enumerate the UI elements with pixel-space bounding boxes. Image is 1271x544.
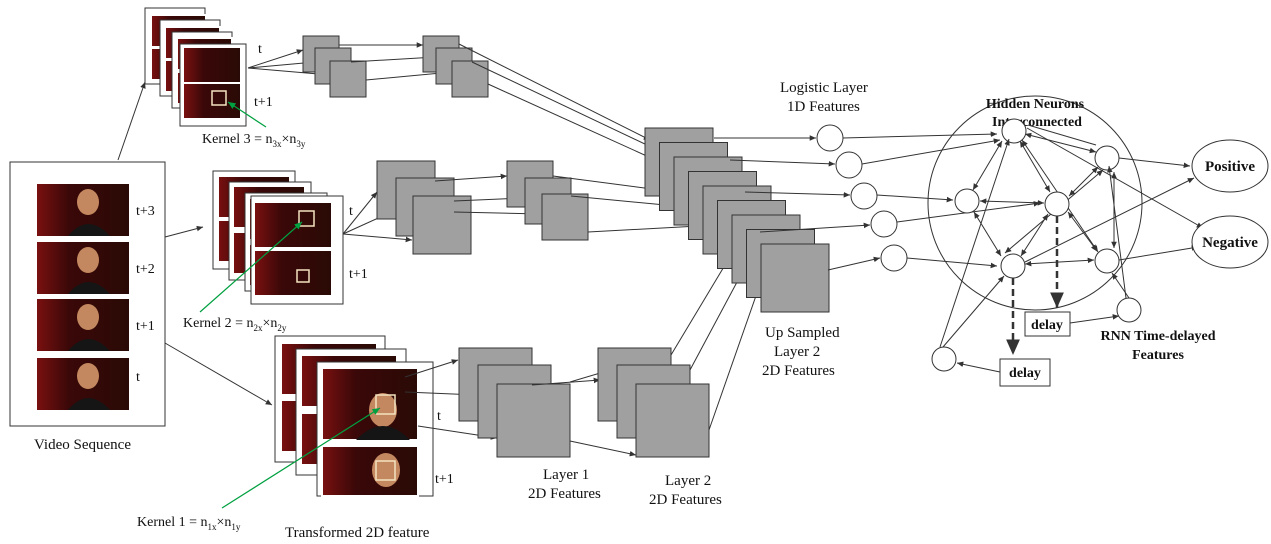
positive-output-node	[1191, 139, 1269, 193]
logistic-neuron-5	[880, 244, 908, 272]
middle-layer2-maps	[506, 160, 589, 241]
hidden-neuron-top	[1001, 118, 1027, 144]
hidden-neuron-upper-right	[1094, 145, 1120, 171]
middle-branch-t1-label: t+1	[349, 267, 368, 282]
video-branch-arrows	[117, 81, 273, 406]
logistic-label-line1: Logistic Layer	[780, 80, 868, 96]
layer1-label-line2: 2D Features	[528, 486, 601, 502]
upsampled-label-line3: 2D Features	[762, 363, 835, 379]
hidden-label-line1: Hidden Neurons	[986, 97, 1085, 112]
bottom-layer1-maps	[458, 347, 571, 458]
delay-label-2: delay	[1009, 366, 1041, 381]
upsampled-feature-map	[760, 243, 830, 313]
delay-label-1: delay	[1031, 318, 1063, 333]
bottom-layer2-maps	[597, 347, 710, 458]
video-frame-2	[37, 242, 129, 294]
logistic-neuron-2	[835, 151, 863, 179]
rnn-neuron-left	[931, 346, 957, 372]
kernel-2-label: Kernel 2 = n2x×n2y	[183, 316, 287, 333]
bottom-branch: t t+1 Kernel 1 = n1x×n1y Transformed 2D …	[137, 335, 722, 541]
kernel-3-label: Kernel 3 = n3x×n3y	[202, 132, 306, 149]
transformed-feature-caption: Transformed 2D feature	[285, 525, 430, 539]
rnn-label-line2: Features	[1132, 348, 1184, 363]
video-sequence: t+3 t+2 t+1 t Video Sequence	[9, 161, 166, 453]
upsampled-label-line1: Up Sampled	[765, 325, 840, 341]
layer2-label-line2: 2D Features	[649, 492, 722, 508]
frame-label-t3: t+3	[136, 204, 155, 219]
layer1-label-line1: Layer 1	[543, 467, 589, 483]
middle-branch: t t+1 Kernel 2 = n2x×n2y	[183, 160, 589, 333]
negative-label: Negative	[1202, 235, 1258, 251]
rnn-neuron-right	[1116, 297, 1142, 323]
kernel-1-label: Kernel 1 = n1x×n1y	[137, 515, 241, 532]
logistic-neuron-1	[816, 124, 844, 152]
upsampled-feature-maps	[644, 127, 830, 313]
video-frame-4	[37, 358, 129, 410]
negative-output-node	[1191, 215, 1269, 269]
logistic-layer: Logistic Layer 1D Features	[714, 80, 1041, 272]
frame-label-t2: t+2	[136, 262, 155, 277]
hidden-neuron-lower-right	[1094, 248, 1120, 274]
hidden-neurons-group: Hidden Neurons Interconnected	[927, 95, 1143, 311]
layer2-label-line1: Layer 2	[665, 473, 711, 489]
frame-label-t: t	[136, 370, 140, 385]
kernel-2-window	[298, 210, 315, 227]
upsampled-stack: Up Sampled Layer 2 2D Features	[458, 43, 840, 431]
top-branch-t-label: t	[258, 42, 262, 57]
top-branch: t t+1 Kernel 3 = n3x×n3y	[144, 7, 489, 149]
video-sequence-caption: Video Sequence	[34, 437, 131, 453]
hidden-neuron-left	[954, 188, 980, 214]
top-layer2-maps	[422, 35, 489, 98]
kernel-1-window	[375, 394, 396, 415]
middle-layer1-maps	[376, 160, 472, 255]
upsampled-label-line2: Layer 2	[774, 344, 820, 360]
video-frame-1	[37, 184, 129, 236]
top-branch-t1-label: t+1	[254, 95, 273, 110]
delay-box-1	[1024, 311, 1071, 337]
output-group: Positive Negative	[1024, 127, 1269, 269]
rnn-delay-group: delay delay RNN Time-delayed Features	[931, 138, 1216, 387]
rnn-label-line1: RNN Time-delayed	[1101, 329, 1216, 344]
logistic-neuron-4	[870, 210, 898, 238]
middle-branch-t-label: t	[349, 204, 353, 219]
logistic-neuron-3	[850, 182, 878, 210]
positive-label: Positive	[1205, 159, 1255, 175]
top-layer1-maps	[302, 35, 367, 98]
kernel-3-window	[211, 90, 227, 106]
bottom-branch-t-label: t	[437, 409, 441, 424]
logistic-label-line2: 1D Features	[787, 99, 860, 115]
hidden-neurons-boundary	[927, 95, 1143, 311]
hidden-neuron-bottom	[1000, 253, 1026, 279]
delay-box-2	[999, 358, 1051, 387]
bottom-branch-t1-label: t+1	[435, 472, 454, 487]
frame-label-t1: t+1	[136, 319, 155, 334]
video-frame-3	[37, 299, 129, 351]
hidden-neuron-center	[1044, 191, 1070, 217]
